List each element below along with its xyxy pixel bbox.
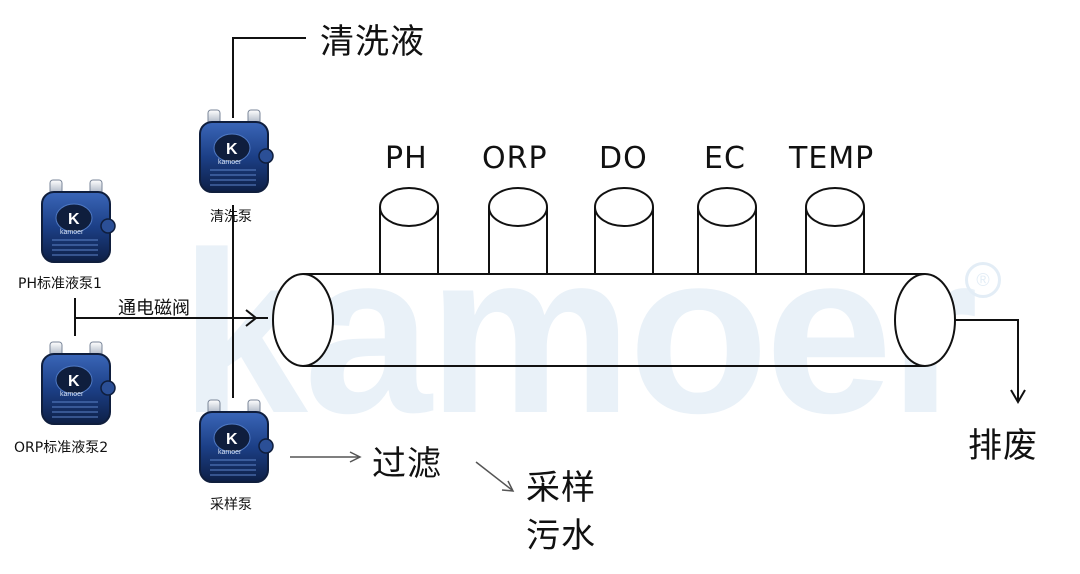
cleaning-feed-line	[232, 37, 306, 118]
pump-logo-mark: K	[68, 211, 80, 228]
pump-brand-text: kamoer	[60, 229, 84, 236]
sensor-label-ph: PH	[385, 141, 428, 176]
sample-to-filter-arrow	[349, 451, 362, 463]
sensor-cylinder-orp	[488, 187, 548, 274]
clean-pump-label: 清洗泵	[210, 209, 252, 225]
filter-to-sample-arrow	[501, 480, 515, 492]
pump-brand-text: kamoer	[218, 159, 242, 166]
sample-pump-label: 采样泵	[210, 497, 252, 513]
sensor-cylinder-temp	[805, 187, 865, 274]
discharge-label: 排废	[968, 426, 1038, 466]
orp-pump-label: ORP标准液泵2	[14, 440, 109, 456]
sensor-cylinder-do	[594, 187, 654, 274]
sensor-cylinder-ph	[379, 187, 439, 274]
discharge-line	[955, 319, 1019, 400]
pump-logo-mark: K	[226, 431, 238, 448]
pump-brand-text: kamoer	[218, 449, 242, 456]
sensor-label-ec: EC	[704, 141, 746, 176]
pump-logo-mark: K	[68, 373, 80, 390]
solenoid-valve-label: 通电磁阀	[118, 298, 190, 319]
solenoid-arrow	[245, 309, 258, 327]
sensor-label-orp: ORP	[482, 141, 548, 176]
sensor-cylinder-ec	[697, 187, 757, 274]
cleaning-solution-label: 清洗液	[320, 22, 425, 62]
sample-label: 采样	[526, 468, 596, 508]
pump-brand-text: kamoer	[60, 391, 84, 398]
sensor-label-do: DO	[599, 141, 648, 176]
discharge-arrow	[1010, 389, 1026, 404]
tube-end-right	[894, 273, 956, 367]
tube-end-left	[272, 273, 334, 367]
registered-mark: ®	[965, 262, 1001, 298]
pump-logo-mark: K	[226, 141, 238, 158]
filter-to-sample-line	[475, 461, 513, 491]
sensor-label-temp: TEMP	[789, 141, 875, 176]
filter-label: 过滤	[372, 444, 442, 484]
sewage-label: 污水	[526, 516, 596, 556]
ph-pump-label: PH标准液泵1	[18, 276, 102, 292]
